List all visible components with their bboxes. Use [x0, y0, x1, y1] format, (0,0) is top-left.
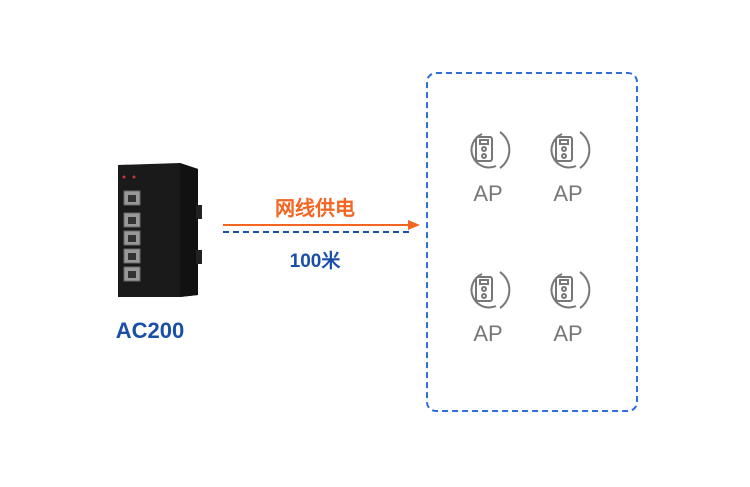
ap-label: AP — [553, 181, 583, 206]
ap-group-box — [426, 72, 638, 412]
ap-icon — [550, 131, 591, 169]
ap-item: AP — [533, 128, 603, 207]
device-label: AC200 — [115, 318, 185, 343]
switch-device-image — [118, 163, 202, 297]
ap-icon — [470, 131, 511, 169]
ap-item: AP — [453, 268, 523, 347]
ap-label: AP — [473, 321, 503, 346]
connection-arrow — [223, 220, 420, 233]
ap-item: AP — [533, 268, 603, 347]
ap-icon — [470, 271, 511, 309]
power-label: 网线供电 — [275, 198, 355, 220]
ap-icon — [550, 271, 591, 309]
distance-label: 100米 — [289, 251, 341, 272]
ap-label: AP — [553, 321, 583, 346]
ap-label: AP — [473, 181, 503, 206]
ap-item: AP — [453, 128, 523, 207]
